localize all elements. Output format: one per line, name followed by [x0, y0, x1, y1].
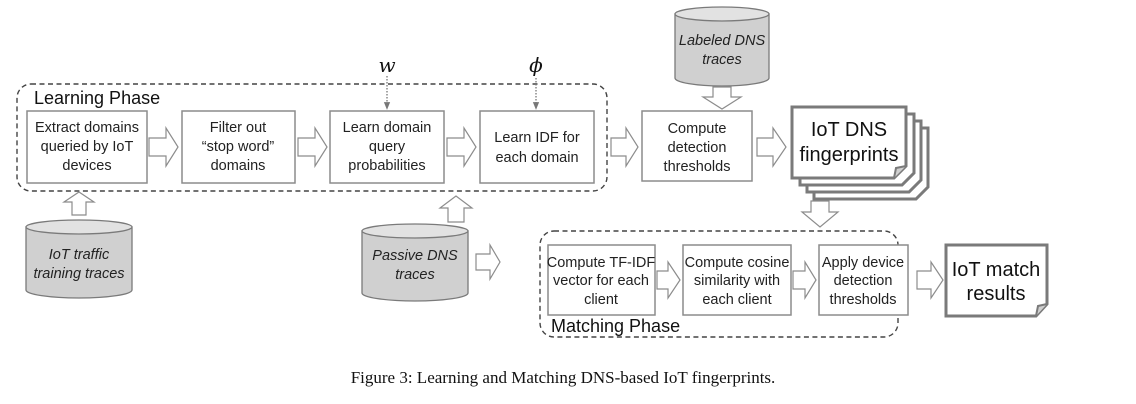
parameter-w: w [378, 53, 396, 110]
document-line: fingerprints [800, 144, 899, 166]
step-line: each client [702, 292, 771, 308]
step-line: “stop word” [202, 139, 275, 155]
step-line: Learn domain [343, 120, 432, 136]
flow-arrow-up [62, 191, 96, 216]
document-line: results [967, 283, 1026, 305]
parameter-symbol: ϕ [529, 53, 543, 77]
step-box [479, 110, 595, 184]
step-box [818, 244, 909, 316]
step-box [641, 110, 753, 182]
parameter-symbol: w [378, 53, 395, 77]
page-curl-icon [1035, 303, 1048, 317]
step-apply-thresholds: Apply device detection thresholds [818, 244, 909, 316]
step-filter-stop-words: Filter out “stop word” domains [181, 110, 296, 184]
document-iot-match-results: IoT match results [944, 243, 1049, 318]
flow-arrow-up [438, 195, 474, 223]
step-extract-domains: Extract domains queried by IoT devices [26, 110, 148, 184]
learning-phase-label: Learning Phase [34, 88, 160, 108]
flow-arrow-right [297, 125, 328, 169]
step-line: probabilities [348, 158, 425, 174]
step-line: domains [211, 158, 266, 174]
flow-arrow-right [475, 242, 501, 282]
step-line: thresholds [830, 292, 897, 308]
step-learn-query-probabilities: Learn domain query probabilities [329, 110, 445, 184]
step-compute-tfidf: Compute TF-IDF vector for each client [547, 244, 656, 316]
step-box [329, 110, 445, 184]
datastore-line: traces [395, 267, 435, 283]
step-line: similarity with [694, 273, 780, 289]
learning-phase-group: Learning Phase Extract domains queried b… [16, 83, 608, 192]
datastore-labeled-dns-traces: Labeled DNS traces [674, 6, 770, 87]
document-line: IoT match [952, 259, 1041, 281]
matching-phase-label: Matching Phase [551, 316, 680, 336]
flow-arrow-right [148, 125, 179, 169]
step-learn-idf: Learn IDF for each domain [479, 110, 595, 184]
database-icon [674, 13, 770, 87]
step-box [26, 110, 148, 184]
flow-arrow-down [800, 200, 840, 228]
datastore-iot-training-traces: IoT traffic training traces [25, 219, 133, 299]
step-line: Compute TF-IDF [547, 255, 656, 271]
parameter-phi: ϕ [529, 53, 543, 110]
figure-caption: Figure 3: Learning and Matching DNS-base… [351, 368, 776, 387]
step-box [547, 244, 656, 316]
flow-arrow-right [610, 125, 639, 169]
step-line: detection [834, 273, 893, 289]
step-line: detection [668, 140, 727, 156]
flow-arrow-right [756, 126, 787, 168]
step-box [181, 110, 296, 184]
flow-arrow-right [916, 260, 944, 300]
matching-phase-group: Matching Phase Compute TF-IDF vector for… [539, 230, 909, 338]
step-line: vector for each [553, 273, 649, 289]
step-box [682, 244, 792, 316]
learning-phase-border [16, 83, 608, 192]
document-sheet [790, 105, 908, 180]
flow-arrow-right [446, 125, 477, 169]
step-line: Compute cosine [685, 255, 790, 271]
datastore-line: Passive DNS [372, 248, 458, 264]
step-line: Apply device [822, 255, 904, 271]
datastore-line: Labeled DNS [679, 33, 766, 49]
step-line: queried by IoT [41, 139, 134, 155]
step-line: Compute [668, 121, 727, 137]
step-line: thresholds [664, 159, 731, 175]
step-line: devices [62, 158, 111, 174]
datastore-line: IoT traffic [49, 247, 110, 263]
matching-phase-border [539, 230, 899, 338]
document-line: IoT DNS [811, 119, 887, 141]
page-curl-icon [893, 165, 907, 179]
step-line: client [584, 292, 618, 308]
step-line: query [369, 139, 406, 155]
document-iot-dns-fingerprints: IoT DNS fingerprints [790, 105, 930, 201]
database-icon [361, 230, 469, 302]
database-icon [25, 226, 133, 299]
step-compute-thresholds: Compute detection thresholds [641, 110, 753, 182]
flow-arrow-down [700, 86, 744, 110]
step-line: each domain [495, 150, 578, 166]
step-compute-cosine: Compute cosine similarity with each clie… [682, 244, 792, 316]
datastore-line: training traces [33, 266, 124, 282]
flow-arrow-right [792, 259, 817, 301]
step-line: Extract domains [35, 120, 139, 136]
datastore-line: traces [702, 52, 742, 68]
flow-arrow-right [656, 260, 681, 300]
step-line: Filter out [210, 120, 266, 136]
step-line: Learn IDF for [494, 130, 580, 146]
datastore-passive-dns-traces: Passive DNS traces [361, 223, 469, 302]
